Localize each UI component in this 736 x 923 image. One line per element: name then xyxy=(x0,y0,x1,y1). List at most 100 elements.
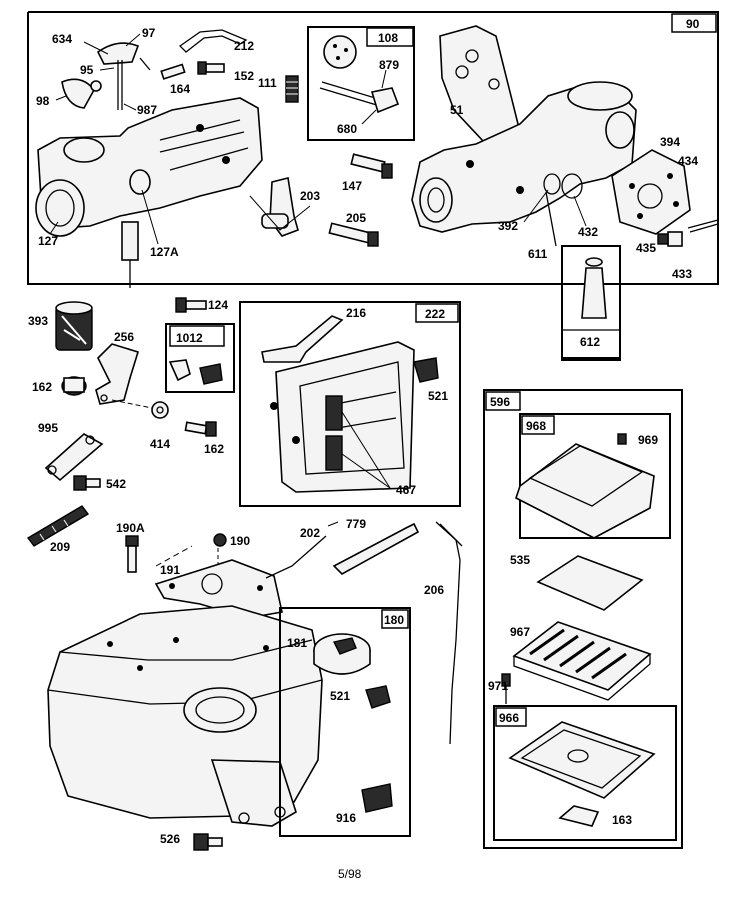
label-127: 127 xyxy=(38,234,58,248)
clip-467-a-part xyxy=(325,395,343,431)
bowl-nut-part xyxy=(121,221,139,261)
label-164: 164 xyxy=(170,82,190,96)
label-414: 414 xyxy=(150,437,170,451)
label-147: 147 xyxy=(342,179,362,193)
spring-433-part xyxy=(687,219,719,233)
screw-147-part xyxy=(350,153,393,179)
filter-967-part xyxy=(512,621,652,691)
label-779: 779 xyxy=(346,517,366,531)
choke-lever-part xyxy=(370,87,400,114)
label-162-b: 162 xyxy=(204,442,224,456)
left-carburetor-part xyxy=(35,97,263,288)
label-393: 393 xyxy=(28,314,48,328)
group-222-box: 222 xyxy=(239,301,461,507)
label-969: 969 xyxy=(638,433,658,447)
bracket-256-part xyxy=(95,343,139,405)
choke-disk-part xyxy=(61,78,95,109)
link-995-part xyxy=(44,433,104,482)
bushing-162-part xyxy=(61,376,87,396)
label-51: 51 xyxy=(450,103,464,117)
label-216: 216 xyxy=(346,306,366,320)
label-521-a: 521 xyxy=(428,389,448,403)
label-181: 181 xyxy=(287,636,307,650)
screw-542-part xyxy=(73,475,101,491)
label-212: 212 xyxy=(234,39,254,53)
group-108-label: 108 xyxy=(378,31,398,45)
label-95: 95 xyxy=(80,63,94,77)
label-521-b: 521 xyxy=(330,689,350,703)
group-968-label: 968 xyxy=(526,419,546,433)
link-206-part xyxy=(435,521,461,745)
choke-assembly-part xyxy=(61,42,151,110)
label-967: 967 xyxy=(510,625,530,639)
label-162-a: 162 xyxy=(32,380,52,394)
governor-spring-part xyxy=(178,29,248,53)
screw-526-part xyxy=(193,833,223,851)
label-206: 206 xyxy=(424,583,444,597)
terminal-916-part xyxy=(361,783,393,813)
label-434: 434 xyxy=(678,154,698,168)
group-222-label: 222 xyxy=(425,307,445,321)
clip-521-b-part xyxy=(365,685,391,709)
clip-467-b-part xyxy=(325,435,343,471)
label-433: 433 xyxy=(672,267,692,281)
group-612-box: 612 xyxy=(561,245,621,359)
throttle-lever-part xyxy=(249,177,311,237)
label-111: 111 xyxy=(258,76,277,90)
group-1012-box: 1012 xyxy=(165,323,235,393)
label-152: 152 xyxy=(234,69,254,83)
label-542: 542 xyxy=(106,477,126,491)
air-cleaner-cover-part xyxy=(515,443,655,539)
link-202-part xyxy=(265,535,327,579)
group-180-label: 180 xyxy=(384,613,404,627)
label-127a: 127A xyxy=(150,245,179,259)
label-680: 680 xyxy=(337,122,357,136)
label-191: 191 xyxy=(160,563,180,577)
choke-plate-part xyxy=(323,35,357,69)
spring-209-part xyxy=(26,505,90,547)
label-467: 467 xyxy=(396,483,416,497)
screw-164-part xyxy=(160,63,186,80)
label-209: 209 xyxy=(50,540,70,554)
base-966-part xyxy=(508,721,656,799)
label-987: 987 xyxy=(137,103,157,117)
sleeve-393-part xyxy=(55,301,93,351)
fuel-pipe-612-part xyxy=(581,267,607,319)
label-392: 392 xyxy=(498,219,518,233)
spring-111-part xyxy=(285,75,299,103)
label-124: 124 xyxy=(208,298,228,312)
group-612-label: 612 xyxy=(580,335,600,349)
screw-190-part xyxy=(213,533,227,547)
bracket-191-part xyxy=(154,559,283,619)
carb-throat-part xyxy=(35,179,85,237)
right-carburetor-part xyxy=(411,81,637,247)
screw-162-part xyxy=(184,421,217,437)
label-879: 879 xyxy=(379,58,399,72)
grommet-1012-part xyxy=(168,359,191,382)
group-108-box: 108 879 680 xyxy=(307,26,415,141)
group-596-label: 596 xyxy=(490,395,510,409)
connector-521-part xyxy=(413,357,439,383)
fuel-tank-part xyxy=(47,605,323,827)
page-number: 5/98 xyxy=(338,867,362,881)
label-611: 611 xyxy=(528,247,548,261)
group-180-box: 180 xyxy=(279,607,411,837)
label-163: 163 xyxy=(612,813,632,827)
label-995: 995 xyxy=(38,421,58,435)
link-779-part xyxy=(332,522,420,575)
label-98: 98 xyxy=(36,94,50,108)
pump-cover-394-part xyxy=(611,149,691,235)
pre-cleaner-535-part xyxy=(536,555,644,611)
label-190a: 190A xyxy=(116,521,145,535)
label-634: 634 xyxy=(52,32,72,46)
label-526: 526 xyxy=(160,832,180,846)
group-1012-label: 1012 xyxy=(176,331,203,345)
label-435: 435 xyxy=(636,241,656,255)
screw-152-part xyxy=(197,61,225,75)
label-190: 190 xyxy=(230,534,250,548)
label-205: 205 xyxy=(346,211,366,225)
group-90-tag xyxy=(671,13,717,33)
group-596-box: 596 968 966 xyxy=(483,389,683,849)
label-202: 202 xyxy=(300,526,320,540)
